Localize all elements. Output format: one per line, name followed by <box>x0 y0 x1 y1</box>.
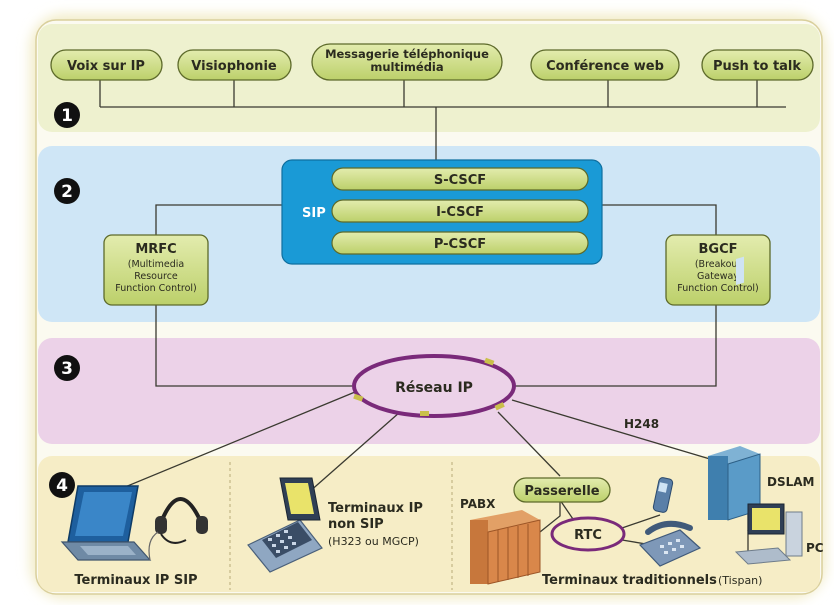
terminaux-ip-sip-label: Terminaux IP SIP <box>74 573 197 588</box>
service-label: Voix sur IP <box>67 59 145 74</box>
s-cscf-pill <box>331 167 589 191</box>
service-label: Push to talk <box>713 59 801 74</box>
ip-phone-icon <box>247 477 323 573</box>
mrfc-line: (Multimedia <box>128 259 185 270</box>
bgcf-title: BGCF <box>699 242 738 257</box>
layer-4-number: 4 <box>56 476 68 496</box>
band-layer-4 <box>38 456 820 592</box>
s-cscf-label: S-CSCF <box>434 173 486 188</box>
mrfc-line: Function Control) <box>115 283 196 294</box>
bgcf-line: (Breakout <box>695 259 742 270</box>
terminaux-ip-non-sip-line1: Terminaux IP <box>328 501 423 516</box>
rtc-label: RTC <box>574 528 602 543</box>
desk-phone-icon <box>638 520 702 567</box>
layer-3-number: 3 <box>61 359 73 379</box>
pc-label: PC <box>806 541 824 555</box>
bgcf-box: BGCF (Breakout Gateway Function Control) <box>665 234 771 306</box>
sip-cscf-block: SIP S-CSCF I-CSCF P-CSCF <box>281 159 603 265</box>
layer-3-marker: 3 <box>54 355 80 381</box>
mrfc-line: Resource <box>134 271 178 282</box>
pabx-icon <box>470 510 541 585</box>
service-conference-web: Conférence web <box>530 49 680 81</box>
service-push-to-talk: Push to talk <box>701 49 814 81</box>
mrfc-title: MRFC <box>135 242 176 257</box>
service-label: Conférence web <box>546 59 664 74</box>
sip-label: SIP <box>302 206 326 221</box>
ims-connectors <box>155 204 717 387</box>
reseau-ip-label: Réseau IP <box>395 380 473 396</box>
service-connectors <box>99 80 786 165</box>
layer-4-marker: 4 <box>49 472 75 498</box>
terminaux-ip-non-sip-line2: non SIP <box>328 517 384 532</box>
laptop-icon <box>60 485 152 561</box>
pc-icon <box>734 503 803 565</box>
dslam-label: DSLAM <box>767 475 814 489</box>
mrfc-box: MRFC (Multimedia Resource Function Contr… <box>103 234 209 306</box>
layer-2-marker: 2 <box>54 178 80 204</box>
i-cscf-pill <box>331 199 589 223</box>
reseau-ip-ring: Réseau IP <box>352 354 516 418</box>
p-cscf-label: P-CSCF <box>434 237 486 252</box>
terminaux-traditionnels-label: Terminaux traditionnels <box>542 573 717 588</box>
layer-1-marker: 1 <box>54 102 80 128</box>
service-label: Visiophonie <box>191 59 277 74</box>
h248-label: H248 <box>624 417 659 431</box>
service-visiophonie: Visiophonie <box>177 49 292 81</box>
layer-1-number: 1 <box>61 106 73 126</box>
service-label-messagerie: Messagerie téléphonique multimédia <box>325 47 489 74</box>
p-cscf-pill <box>331 231 589 255</box>
service-messagerie: Messagerie téléphonique multimédia <box>311 43 503 81</box>
rtc-ring: RTC <box>550 516 626 552</box>
mobile-phone-icon <box>652 477 674 513</box>
bgcf-line: Function Control) <box>677 283 758 294</box>
passerelle-label: Passerelle <box>524 484 599 499</box>
passerelle-box: Passerelle <box>513 477 611 503</box>
service-voix-sur-ip: Voix sur IP <box>50 49 163 81</box>
pabx-label: PABX <box>460 497 496 511</box>
headset-icon <box>148 497 208 561</box>
layer-2-number: 2 <box>61 182 73 202</box>
terminaux-traditionnels-note: (Tispan) <box>718 574 762 587</box>
terminaux-ip-non-sip-note: (H323 ou MGCP) <box>328 535 419 548</box>
bgcf-line: Gateway <box>697 271 739 282</box>
i-cscf-label: I-CSCF <box>436 205 484 220</box>
